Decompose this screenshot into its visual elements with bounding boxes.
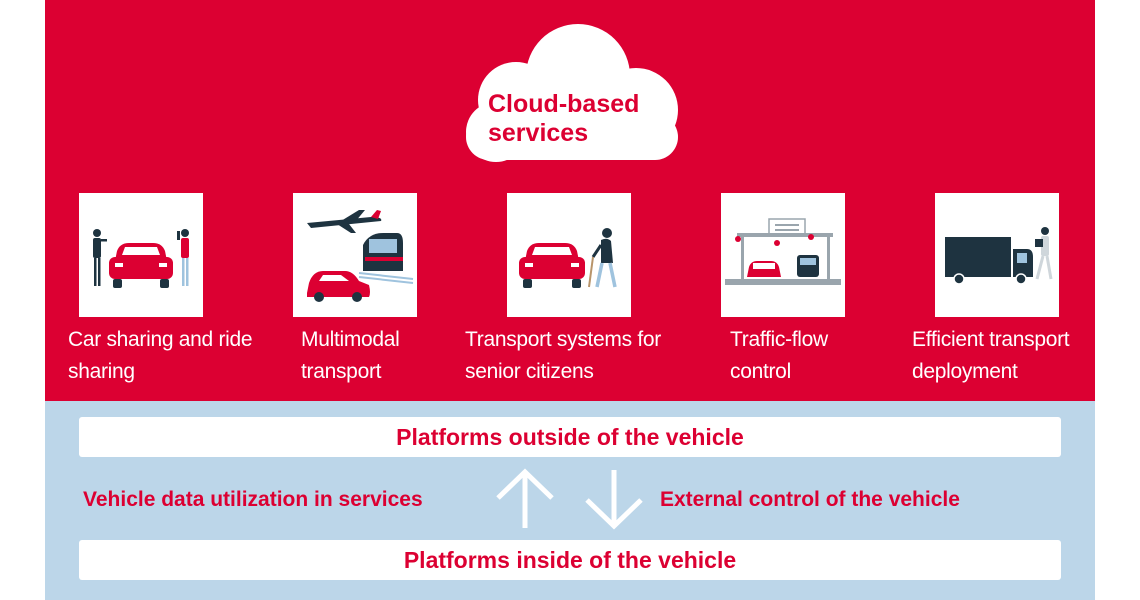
truck-icon — [945, 227, 1053, 285]
service-label-multimodal: Multimodal transport — [301, 328, 400, 383]
service-tile-multimodal — [293, 193, 417, 317]
platforms-outside-bar: Platforms outside of the vehicle — [79, 417, 1061, 457]
cloud-node: Cloud-based services — [450, 14, 690, 174]
service-label-traffic: Traffic-flow control — [730, 328, 828, 383]
service-label-efficient: Efficient transport deployment — [912, 328, 1070, 383]
arrow-down-icon — [585, 470, 643, 530]
service-label-car-sharing: Car sharing and ride sharing — [68, 328, 253, 383]
car-sharing-icon — [93, 229, 189, 288]
service-tile-senior — [507, 193, 631, 317]
cloud-icon — [466, 24, 678, 162]
flow-label-up: Vehicle data utilization in services — [83, 488, 423, 511]
traffic-flow-icon — [725, 218, 841, 285]
service-tile-car-sharing — [79, 193, 203, 317]
diagram: Cloud-based services — [45, 0, 1095, 600]
senior-transport-icon — [519, 228, 617, 288]
platforms-inside-bar: Platforms inside of the vehicle — [79, 540, 1061, 580]
multimodal-icon — [307, 210, 414, 302]
service-label-senior: Transport systems for senior citizens — [465, 328, 661, 383]
service-tile-efficient — [935, 193, 1059, 317]
cloud-label: Cloud-based services — [488, 90, 640, 147]
arrow-up-icon — [496, 468, 554, 528]
flow-label-down: External control of the vehicle — [660, 488, 960, 511]
service-tile-traffic — [721, 193, 845, 317]
